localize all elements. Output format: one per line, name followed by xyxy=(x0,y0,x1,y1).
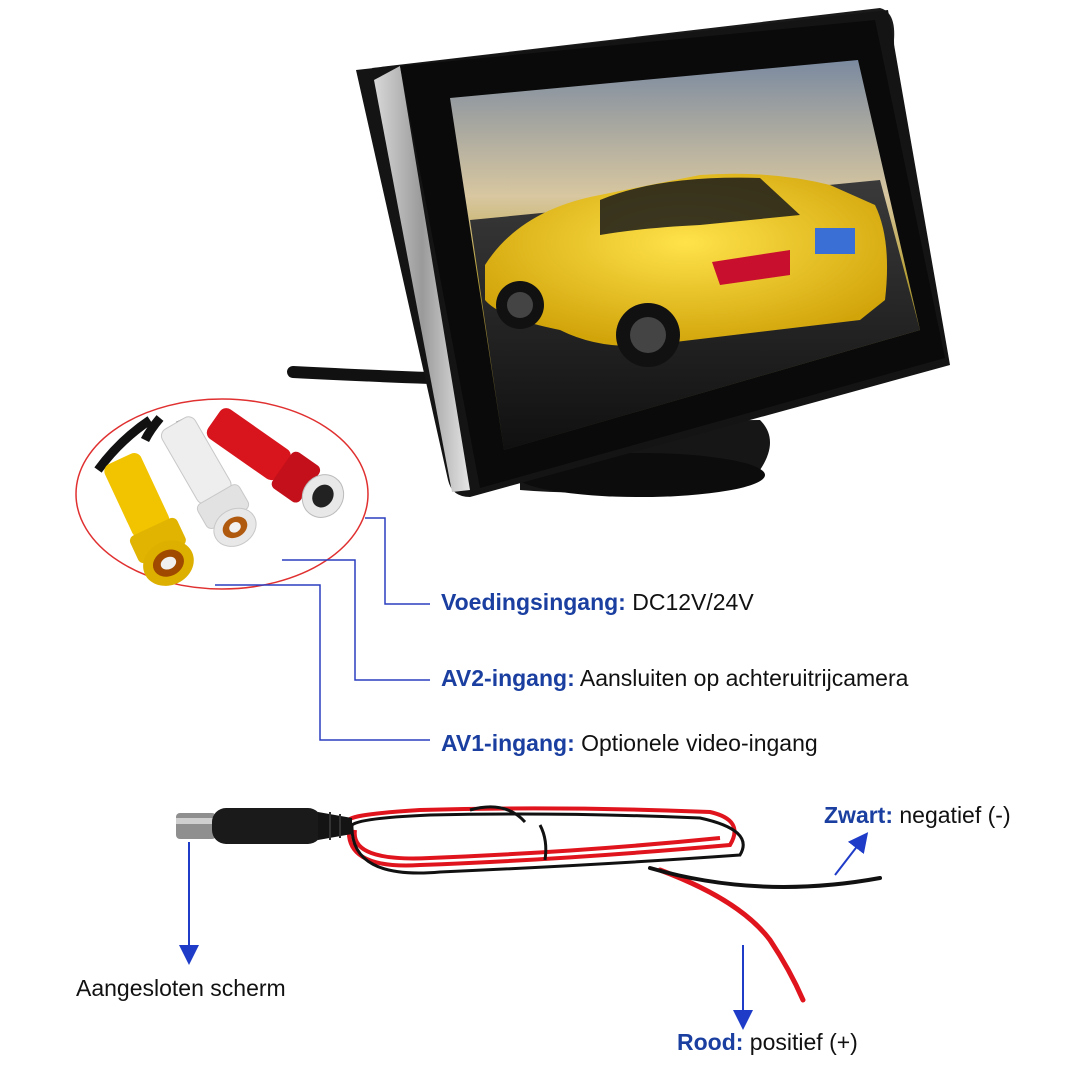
label-connected-screen: Aangesloten scherm xyxy=(76,975,286,1002)
label-red-text: positief (+) xyxy=(743,1029,858,1055)
label-red-key: Rood: xyxy=(677,1029,744,1055)
callout-ellipse xyxy=(75,398,369,590)
leader-av1 xyxy=(215,584,430,741)
label-power-input: Voedingsingang: DC12V/24V xyxy=(441,589,754,616)
label-av2-input: AV2-ingang: Aansluiten op achteruitrijca… xyxy=(441,665,908,692)
label-av1-key: AV1-ingang: xyxy=(441,730,575,756)
screen-image xyxy=(450,60,920,450)
label-power-key: Voedingsingang: xyxy=(441,589,626,615)
label-av1-text: Optionele video-ingang xyxy=(574,730,818,756)
label-screen-text: Aangesloten scherm xyxy=(76,975,286,1001)
leader-power xyxy=(365,517,430,605)
label-black-wire: Zwart: negatief (-) xyxy=(824,802,1011,829)
label-red-wire: Rood: positief (+) xyxy=(677,1029,858,1056)
rca-connectors-icon xyxy=(94,408,345,586)
power-cable xyxy=(346,805,882,1003)
label-av2-key: AV2-ingang: xyxy=(441,665,575,691)
dc-plug-icon xyxy=(176,808,352,844)
rca-callout xyxy=(75,398,369,590)
label-power-text: DC12V/24V xyxy=(625,589,754,615)
leader-av2 xyxy=(282,559,430,681)
label-black-key: Zwart: xyxy=(824,802,893,828)
leader-lines xyxy=(215,517,430,741)
label-av2-text: Aansluiten op achteruitrijcamera xyxy=(574,665,909,691)
label-av1-input: AV1-ingang: Optionele video-ingang xyxy=(441,730,818,757)
label-black-text: negatief (-) xyxy=(893,802,1011,828)
arrow-icon xyxy=(179,832,869,1030)
arrow-black xyxy=(834,832,869,876)
monitor-icon xyxy=(287,8,950,497)
